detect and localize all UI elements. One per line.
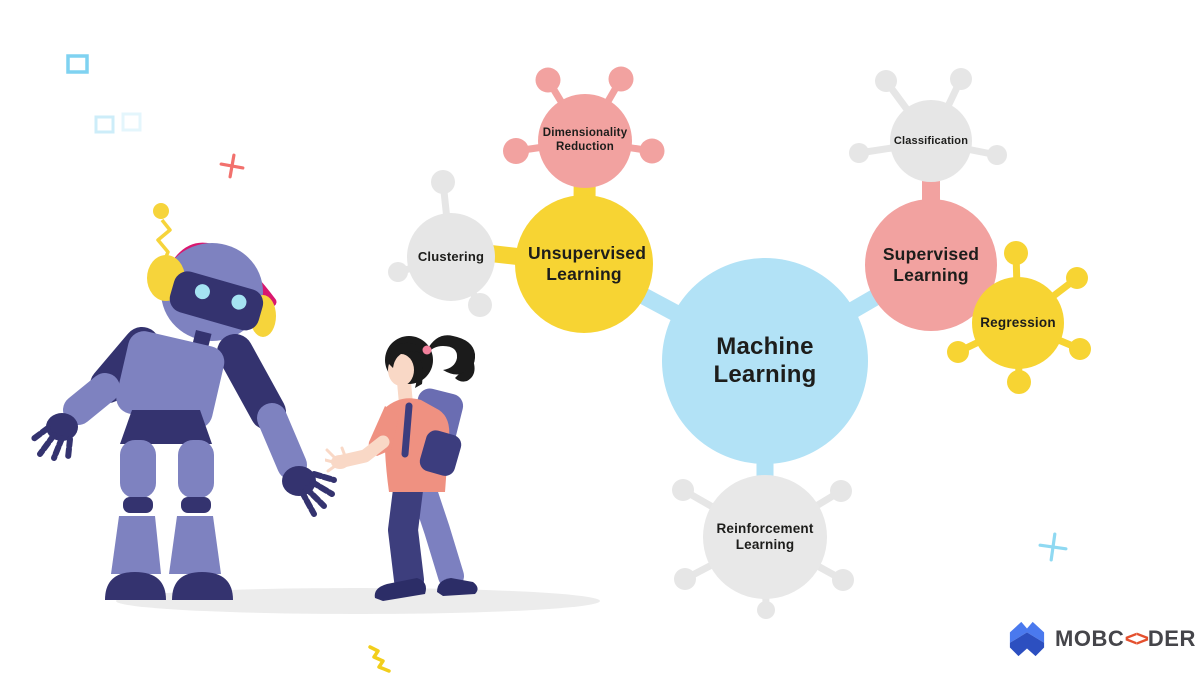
robot-shin-left <box>111 516 161 574</box>
yellow-zigzag-icon <box>368 645 391 673</box>
node-classification-label: Classification <box>893 134 969 147</box>
robot-hips <box>120 410 212 444</box>
mobcoder-logo-text: MOBC<>DER <box>1055 626 1196 652</box>
girl-with-backpack-graphic <box>323 335 478 601</box>
robot-knee-left <box>123 497 153 513</box>
node-machine-learning: Machine Learning <box>662 258 868 464</box>
node-regression-label: Regression <box>980 315 1056 331</box>
node-classification: Classification <box>890 100 972 182</box>
girl-illustration <box>323 330 490 620</box>
node-clustering: Clustering <box>407 213 495 301</box>
robot-knee-right <box>181 497 211 513</box>
node-unsupervised-learning-label: Unsupervised Learning <box>528 243 647 284</box>
logo-text-prefix: MOBC <box>1055 626 1125 651</box>
node-supervised-learning-label: Supervised Learning <box>882 244 980 285</box>
girl-ponytail-tip <box>455 360 475 382</box>
robot-illustration <box>20 180 340 620</box>
node-unsupervised-learning: Unsupervised Learning <box>515 195 653 333</box>
satellite-dots-reinforcement <box>672 479 854 619</box>
satellite-dots-regression <box>947 241 1091 394</box>
node-dimensionality-reduction: Dimensionality Reduction <box>538 94 632 188</box>
cyan-plus-icon <box>1038 532 1068 562</box>
robot-foot-right <box>172 572 233 600</box>
satellite-dots-classification <box>849 68 1007 165</box>
robot-antenna-tip <box>153 203 169 219</box>
robot-shin-right <box>169 516 221 574</box>
robot-fingers-right <box>299 471 337 517</box>
node-reinforcement-learning-label: Reinforcement Learning <box>716 521 814 552</box>
node-machine-learning-label: Machine Learning <box>713 332 817 388</box>
girl-hair-bang <box>389 342 423 368</box>
faint-square-icon-2 <box>121 112 142 132</box>
girl-ponytail <box>427 335 476 375</box>
logo-code-brackets: <> <box>1124 626 1149 651</box>
square-outline-icon <box>66 54 89 74</box>
node-clustering-label: Clustering <box>417 249 485 265</box>
mobcoder-m-icon <box>1009 621 1045 657</box>
node-regression: Regression <box>972 277 1064 369</box>
robot-with-headphones-graphic <box>29 203 337 600</box>
girl-hair-tie <box>422 345 432 355</box>
robot-torso <box>116 331 225 429</box>
robot-fingers-left <box>29 425 73 461</box>
faint-square-icon <box>94 115 115 134</box>
robot-thigh-right <box>178 440 214 498</box>
robot-forearm-left <box>63 373 120 425</box>
girl-hair-lock <box>412 352 423 388</box>
robot-eye-right <box>231 294 247 310</box>
girl-leg-back <box>408 469 464 589</box>
ground-shadow <box>116 588 600 614</box>
robot-forearm-right <box>257 403 307 480</box>
node-reinforcement-learning: Reinforcement Learning <box>703 475 827 599</box>
girl-fingers <box>323 446 347 473</box>
logo-text-suffix: DER <box>1147 626 1196 651</box>
robot-eye-left <box>194 284 210 300</box>
girl-backpack-pocket <box>419 430 462 476</box>
girl-backpack-strap <box>401 402 413 458</box>
girl-leg-front <box>388 467 424 595</box>
girl-shoe-front <box>374 578 426 601</box>
satellite-dots-dimensionality <box>503 66 665 164</box>
satellite-dots-clustering <box>388 170 492 317</box>
robot-thigh-left <box>120 440 156 498</box>
mobcoder-logo: MOBC<>DER <box>1008 620 1196 658</box>
robot-upper-arm-right <box>217 334 286 430</box>
girl-shoe-back <box>437 578 478 596</box>
red-plus-icon <box>219 153 245 179</box>
node-dimensionality-reduction-label: Dimensionality Reduction <box>542 127 628 153</box>
girl-arm <box>336 435 390 468</box>
robot-foot-left <box>105 572 166 600</box>
robot-visor <box>169 271 264 331</box>
